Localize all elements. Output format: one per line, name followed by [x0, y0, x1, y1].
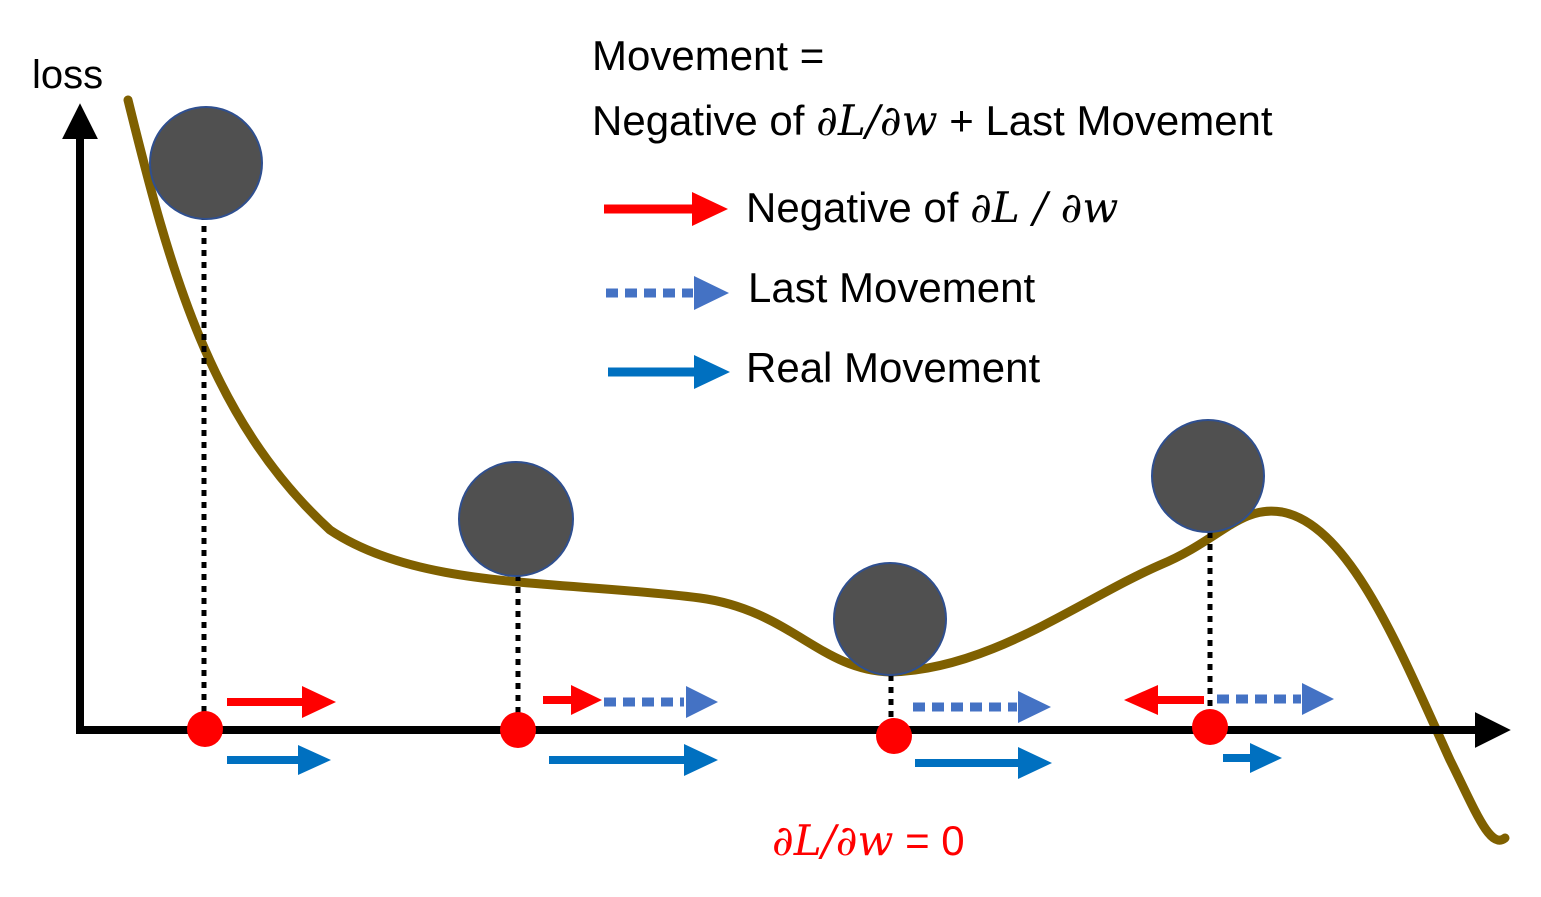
- legend-dotted-swatch-head: [694, 276, 729, 310]
- formula-line-2: Negative of ∂L/∂w + Last Movement: [592, 96, 1273, 145]
- zero-gradient-suffix: = 0: [893, 817, 964, 864]
- legend-label-negative-gradient: Negative of ∂L / ∂w: [746, 183, 1118, 232]
- balls: [149, 106, 1265, 676]
- last-movement-arrow-3-head: [1018, 691, 1051, 723]
- formula: Movement = Negative of ∂L/∂w + Last Move…: [592, 32, 1273, 145]
- gradient-arrow-1-head: [302, 686, 336, 718]
- formula-line-2-suffix: + Last Movement: [938, 97, 1273, 144]
- real-movement-arrow-4-head: [1250, 743, 1282, 773]
- real-movement-arrow-1-head: [298, 745, 331, 775]
- legend-label-last-movement: Last Movement: [748, 264, 1035, 311]
- real-movement-arrow-3-head: [1018, 747, 1052, 779]
- last-movement-arrow-2-head: [686, 686, 718, 718]
- ball-4: [1151, 419, 1265, 533]
- legend: Negative of ∂L / ∂w Last Movement Real M…: [604, 183, 1118, 391]
- gradient-arrows: [227, 685, 1204, 718]
- legend-label-negative-gradient-math: ∂L / ∂w: [970, 183, 1118, 232]
- formula-line-1: Movement =: [592, 32, 824, 79]
- axis-points: [187, 709, 1228, 754]
- axis-point-3: [876, 718, 912, 754]
- zero-gradient-math: ∂L/∂w: [772, 816, 893, 865]
- ball-2: [458, 461, 574, 577]
- axis-point-4: [1192, 709, 1228, 745]
- zero-gradient-label: ∂L/∂w = 0: [772, 816, 965, 865]
- gradient-arrow-2-head: [571, 685, 602, 715]
- formula-line-2-prefix: Negative of: [592, 97, 816, 144]
- drop-lines: [201, 214, 1213, 722]
- legend-label-real-movement: Real Movement: [746, 344, 1040, 391]
- legend-label-negative-gradient-prefix: Negative of: [746, 184, 970, 231]
- real-movement-arrow-2-head: [684, 744, 718, 776]
- real-movement-arrows: [227, 743, 1282, 779]
- last-movement-arrow-4-head: [1302, 683, 1334, 715]
- legend-red-swatch-head: [692, 192, 728, 226]
- axis-point-1: [187, 711, 223, 747]
- ball-3: [833, 562, 947, 676]
- ball-1: [149, 106, 263, 220]
- legend-blue-swatch-head: [694, 355, 730, 389]
- axis-point-2: [500, 712, 536, 748]
- y-axis-label: loss: [32, 53, 103, 97]
- gradient-arrow-4-head: [1124, 685, 1158, 715]
- formula-line-2-math: ∂L/∂w: [816, 96, 937, 145]
- last-movement-arrows: [604, 683, 1334, 723]
